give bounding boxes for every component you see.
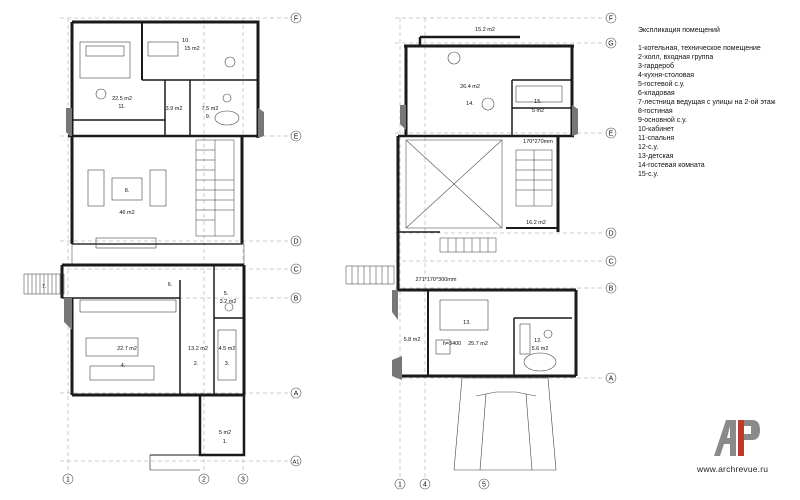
left-interior-stair: [195, 139, 235, 237]
room-7-num: 7.: [42, 284, 47, 290]
room-12-num: 12.: [534, 338, 542, 344]
axis-g-right: G: [608, 41, 613, 48]
axis-e-right: E: [609, 131, 614, 138]
left-outdoor-stair: [23, 273, 65, 295]
axis-b-right: B: [609, 286, 614, 293]
window-size: 271*170*300mm: [416, 277, 457, 283]
axis-a-left: A: [294, 391, 299, 398]
legend-item: 12-с.у.: [638, 144, 659, 151]
axis-3-left: 3: [241, 477, 245, 484]
legend-item: 11-спальня: [638, 135, 675, 142]
axis-1-left: 1: [66, 477, 70, 484]
room-11-num: 11.: [118, 104, 126, 110]
legend-item: 3-гардероб: [638, 63, 675, 70]
axis-2-left: 2: [202, 477, 206, 484]
axis-5-right: 5: [482, 482, 486, 489]
left-furniture: [79, 41, 240, 381]
axis-labels: F E D C B A A1 1 2 3 F G E D C B A 1: [62, 12, 617, 490]
room-8-num: 8.: [125, 188, 130, 194]
legend-item: 4-кухня-столовая: [638, 72, 695, 79]
stair-area: 16.2 m2: [526, 220, 546, 226]
left-plan-walls: [60, 20, 264, 471]
room-9-area: 7.5 m2: [202, 106, 219, 112]
room-12-area: 5.6 m2: [532, 346, 549, 352]
room-14-area: 26.4 m2: [460, 84, 480, 90]
left-room-labels: 10. 15 m2 22.5 m2 11. 3.9 m2 7.5 m2 9. 8…: [42, 38, 237, 445]
legend-item: 14-гостевая комната: [638, 162, 705, 169]
right-void: [405, 139, 503, 229]
room-6-num: 6.: [168, 282, 173, 288]
room-1-num: 1.: [223, 439, 228, 445]
right-plan-walls: [392, 35, 578, 380]
top-area: 15.2 m2: [475, 27, 495, 33]
room-11-area: 22.5 m2: [112, 96, 132, 102]
room-10-num: 10.: [182, 38, 190, 44]
room-15-num: 15.: [534, 99, 542, 105]
legend-item: 8-гостиная: [638, 108, 673, 115]
right-outdoor-stair: [345, 265, 395, 285]
room-legend: Экспликация помещений 1-котельная, техни…: [638, 26, 798, 179]
room-2-num: 2.: [194, 361, 199, 367]
axis-f-right: F: [609, 16, 613, 23]
room-9-num: 9.: [206, 114, 211, 120]
axis-4-right: 4: [423, 482, 427, 489]
left-area: 5.8 m2: [404, 337, 421, 343]
legend-item: 9-основной с.у.: [638, 117, 687, 124]
right-interior-stair: [439, 149, 553, 253]
axis-a1-left: A1: [293, 460, 300, 466]
site-url[interactable]: www.archrevue.ru: [697, 464, 769, 474]
room-2-area: 13.2 m2: [188, 346, 208, 352]
legend-item: 13-детская: [638, 153, 674, 160]
ap-logo: [714, 420, 760, 456]
opening-size: 170*270mm: [523, 139, 553, 145]
legend-item: 7-лестница ведущая с улицы на 2-ой этаж: [638, 99, 776, 106]
room-10-area: 15 m2: [184, 46, 199, 52]
legend-item: 1-котельная, техническое помещение: [638, 45, 761, 52]
legend-item: 2-холл, входная группа: [638, 54, 714, 61]
axis-f-left: F: [294, 16, 298, 23]
room-13-area: 25.7 m2: [468, 341, 488, 347]
axis-b-left: B: [294, 296, 299, 303]
legend-item: 6-кладовая: [638, 90, 675, 97]
room-5-area: 3.2 m2: [220, 299, 237, 305]
room-8-area: 46 m2: [119, 210, 134, 216]
right-room-labels: 15.2 m2 26.4 m2 14. 15. 5 m2 170*270mm 1…: [404, 27, 554, 352]
legend-title: Экспликация помещений: [638, 27, 720, 34]
room-1-area: 5 m2: [219, 430, 231, 436]
axis-d-right: D: [608, 231, 613, 238]
ceiling-height: h=3400: [443, 341, 462, 347]
axis-1-right: 1: [398, 482, 402, 489]
axis-c-left: C: [293, 267, 298, 274]
legend-item: 10-кабинет: [638, 126, 674, 133]
room-4-area: 22.7 m2: [117, 346, 137, 352]
room-3-area: 4.5 m2: [219, 346, 236, 352]
room-3-num: 3.: [225, 361, 230, 367]
axis-d-left: D: [293, 239, 298, 246]
room-4-num: 4.: [121, 363, 126, 369]
room-13-num: 13.: [463, 320, 471, 326]
room-14-num: 14.: [466, 101, 474, 107]
room-5-num: 5.: [224, 291, 229, 297]
room-15-area: 5 m2: [532, 108, 544, 114]
room-39-area: 3.9 m2: [166, 106, 183, 112]
axis-c-right: C: [608, 259, 613, 266]
axis-a-right: A: [609, 376, 614, 383]
axis-e-left: E: [294, 134, 299, 141]
right-furniture: [435, 51, 563, 372]
legend-item: 15-с.у.: [638, 171, 659, 178]
right-roof-canopy: [453, 377, 557, 471]
legend-item: 5-гостевой с.у.: [638, 81, 685, 88]
